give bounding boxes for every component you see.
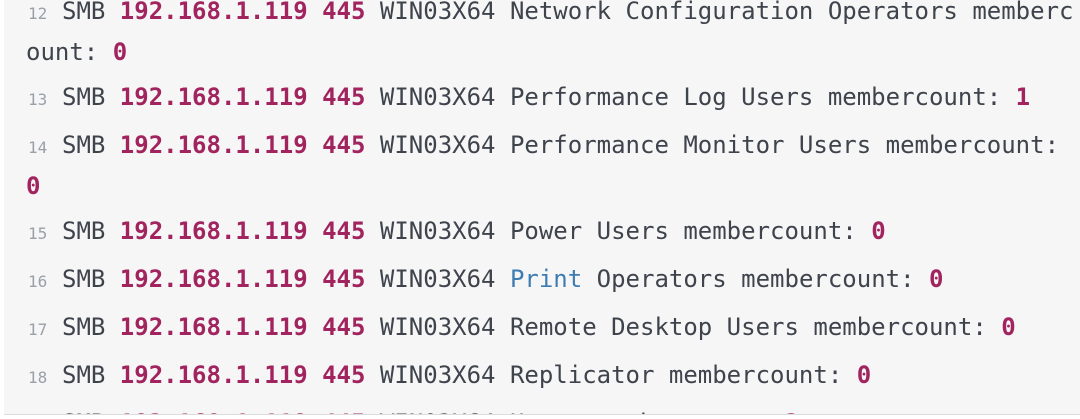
token-text: WIN03X64 Users membercount: — [365, 409, 784, 414]
token-number: 192.168.1.119 — [119, 131, 308, 159]
token-text: WIN03X64 Replicator membercount: — [365, 361, 857, 389]
token-number: 0 — [1001, 313, 1016, 341]
code-line: 14 SMB 192.168.1.119 445 WIN03X64 Perform… — [26, 126, 1080, 205]
token-number: 0 — [928, 265, 944, 293]
line-number: 13 — [28, 90, 48, 109]
token-text: SMB — [62, 313, 120, 341]
token-text: Operators membercount: — [582, 265, 929, 293]
token-number: 0 — [856, 361, 872, 389]
code-line: 12 SMB 192.168.1.119 445 WIN03X64 Network… — [26, 0, 1080, 71]
line-number: 15 — [28, 224, 48, 243]
token-text: SMB — [62, 131, 120, 159]
token-number: 192.168.1.119 — [119, 313, 308, 341]
token-text: SMB — [62, 361, 120, 389]
token-number: 0 — [871, 217, 886, 245]
token-number: 1 — [1015, 83, 1031, 111]
line-number: 16 — [28, 272, 48, 291]
token-text: SMB — [62, 217, 120, 245]
line-number: 18 — [28, 368, 48, 387]
token-number: 192.168.1.119 — [119, 0, 308, 25]
token-text — [308, 0, 322, 25]
token-text — [308, 217, 322, 245]
code-line: 15 SMB 192.168.1.119 445 WIN03X64 Power U… — [26, 212, 1080, 253]
token-text: SMB — [62, 409, 120, 414]
code-line: 18 SMB 192.168.1.119 445 WIN03X64 Replica… — [26, 356, 1080, 397]
token-text: WIN03X64 — [365, 265, 510, 293]
token-number: 0 — [112, 38, 128, 66]
token-number: 192.168.1.119 — [120, 409, 308, 414]
token-text: WIN03X64 Power Users membercount: — [365, 217, 872, 245]
token-text: WIN03X64 Performance Monitor Users membe… — [365, 131, 1074, 159]
token-number: 445 — [322, 131, 366, 159]
token-text: WIN03X64 Network Configuration Operators… — [26, 0, 1074, 66]
token-number: 192.168.1.119 — [119, 217, 308, 245]
code-line: 16 SMB 192.168.1.119 445 WIN03X64 Print O… — [26, 260, 1080, 301]
token-number: 3 — [784, 409, 798, 414]
token-number: 445 — [322, 409, 365, 414]
line-number: 12 — [28, 4, 48, 23]
token-number: 445 — [322, 217, 366, 245]
code-line: 13 SMB 192.168.1.119 445 WIN03X64 Perform… — [26, 78, 1080, 119]
token-text: SMB — [62, 265, 120, 293]
token-number: 445 — [322, 361, 366, 389]
token-number: 0 — [26, 172, 41, 200]
line-number: 17 — [28, 320, 48, 339]
token-number: 192.168.1.119 — [119, 83, 308, 111]
token-text — [308, 83, 322, 111]
token-text: SMB — [62, 0, 120, 25]
token-number: 445 — [322, 83, 366, 111]
token-text — [308, 361, 322, 389]
token-keyword: Print — [509, 265, 583, 293]
token-text — [308, 409, 322, 414]
token-number: 445 — [322, 265, 366, 293]
code-line: 19SMB 192.168.1.119 445 WIN03X64 Users m… — [26, 404, 1080, 414]
line-number: 19 — [26, 407, 62, 414]
code-line: 17 SMB 192.168.1.119 445 WIN03X64 Remote … — [26, 308, 1080, 349]
token-text — [308, 265, 322, 293]
token-text: WIN03X64 Performance Log Users membercou… — [365, 83, 1016, 111]
line-number: 14 — [28, 138, 48, 157]
token-number: 192.168.1.119 — [119, 265, 308, 293]
token-text — [308, 313, 322, 341]
token-number: 192.168.1.119 — [119, 361, 308, 389]
token-text — [308, 131, 322, 159]
token-number: 445 — [322, 0, 366, 25]
token-number: 445 — [322, 313, 366, 341]
token-text: SMB — [62, 83, 120, 111]
token-text: WIN03X64 Remote Desktop Users membercoun… — [365, 313, 1002, 341]
